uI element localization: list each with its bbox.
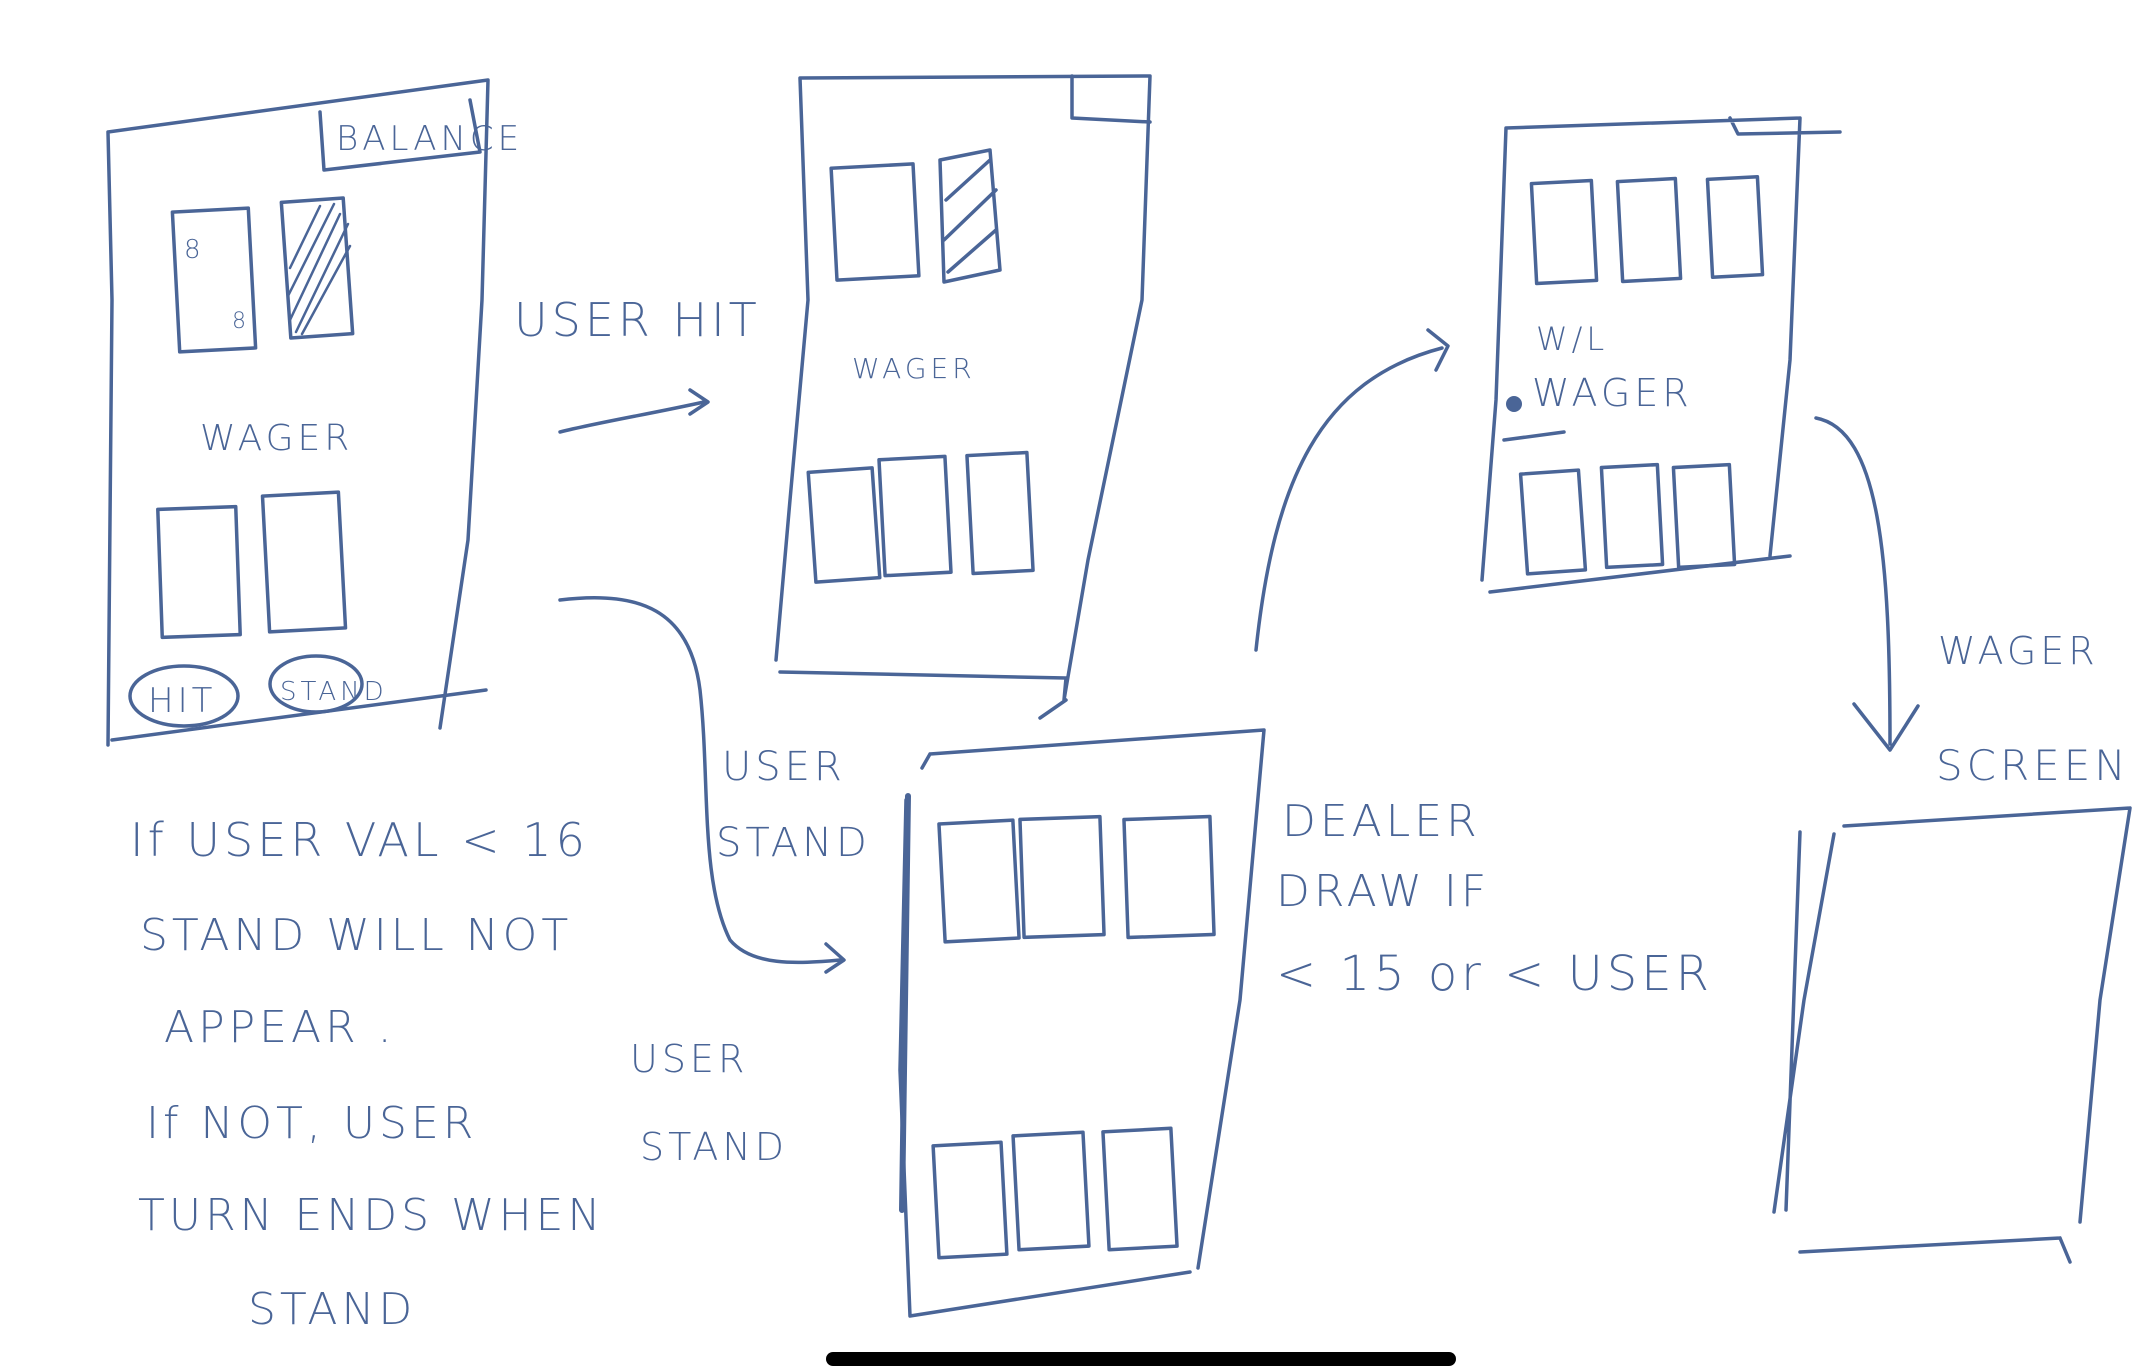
card-rank-bottom: 8 <box>232 309 250 334</box>
dealer-card-2-hatched <box>938 148 1002 284</box>
balance-box <box>318 98 482 172</box>
dealer-card-y <box>1018 814 1106 940</box>
dealer-card-faceup <box>170 206 258 354</box>
screen-1-frame <box>106 78 490 747</box>
balance-label: BALANCE <box>336 119 523 159</box>
note-line-2: STAND WILL NOT <box>140 910 572 961</box>
screen-5-frame <box>1772 806 2132 1264</box>
user-hit-label: USER HIT <box>514 293 761 347</box>
note-user-stand-line2: STAND <box>640 1125 788 1169</box>
player-card-a <box>806 466 882 584</box>
stand-button-outline[interactable] <box>268 654 364 714</box>
dealer-rule-line1: DEALER <box>1282 796 1481 847</box>
note-line-1: If USER VAL < 16 <box>130 813 589 867</box>
screen-4-frame <box>1480 116 1842 594</box>
home-indicator[interactable] <box>826 1352 1456 1366</box>
player-card-1 <box>156 504 242 640</box>
screen-3-frame <box>898 728 1266 1318</box>
dealer-rule-line2: DRAW IF <box>1276 866 1490 917</box>
screen-1-initial-deal <box>106 78 490 747</box>
dealer-card-x <box>937 818 1021 944</box>
card-rank-top: 8 <box>184 235 205 265</box>
screen-2-frame <box>774 74 1152 720</box>
player-card-y <box>1011 1130 1091 1252</box>
flow-arrows <box>558 328 1920 974</box>
user-stand-label-line1: USER <box>722 744 846 790</box>
hit-button-label[interactable]: HIT <box>148 681 216 721</box>
result-player-card-2 <box>1599 462 1665 570</box>
result-dealer-card-3 <box>1705 175 1765 279</box>
player-card-x <box>931 1140 1009 1260</box>
screen-2-wager-label: WAGER <box>852 352 976 385</box>
result-dealer-card-1 <box>1529 178 1599 286</box>
arrow-user-stand <box>558 595 846 974</box>
result-win-lose-label: W/L <box>1536 320 1608 358</box>
dealer-card-1 <box>829 162 921 282</box>
dealer-rule-line3: < 15 or < USER <box>1276 946 1713 1002</box>
note-line-3: APPEAR . <box>164 1002 396 1053</box>
result-wager-label: WAGER <box>1532 371 1693 415</box>
note-user-stand-line1: USER <box>630 1037 748 1081</box>
stand-button-label[interactable]: STAND <box>280 677 388 707</box>
dealer-card-z <box>1122 814 1216 940</box>
result-player-card-3 <box>1671 462 1737 570</box>
result-player-card-1 <box>1518 468 1588 576</box>
note-line-5: TURN ENDS WHEN <box>138 1190 604 1241</box>
arrow-result-to-wager-screen <box>1814 416 1920 752</box>
player-card-c <box>965 450 1035 576</box>
screen-3-left-bar <box>899 793 911 1213</box>
player-card-z <box>1101 1126 1179 1252</box>
player-card-2 <box>260 490 348 634</box>
screen-2-after-hit <box>774 74 1152 720</box>
user-stand-label-line2: STAND <box>716 820 871 866</box>
wager-label: WAGER <box>200 418 353 459</box>
facedown-hatching <box>286 202 352 336</box>
result-dealer-card-2 <box>1615 176 1683 284</box>
wager-screen-label-line1: WAGER <box>1938 629 2099 673</box>
arrow-dealer-to-result <box>1254 328 1450 652</box>
screen-2-corner <box>1070 74 1152 124</box>
note-line-4: If NOT, USER <box>146 1098 477 1149</box>
hit-button-outline[interactable] <box>128 664 240 728</box>
notes-block: If USER VAL < 16 STAND WILL NOT APPEAR .… <box>130 813 788 1335</box>
note-line-6: STAND <box>248 1284 416 1335</box>
screen-5-wager-screen <box>1772 806 2132 1264</box>
screen-4-result <box>1480 116 1842 594</box>
result-bullet <box>1506 396 1522 412</box>
dealer-card-facedown <box>279 196 355 340</box>
wager-screen-label-line2: SCREEN <box>1936 741 2130 790</box>
arrow-user-hit <box>558 388 710 434</box>
screen-3-dealer-draws <box>898 728 1266 1318</box>
player-card-b <box>877 454 953 578</box>
result-divider <box>1502 430 1566 442</box>
